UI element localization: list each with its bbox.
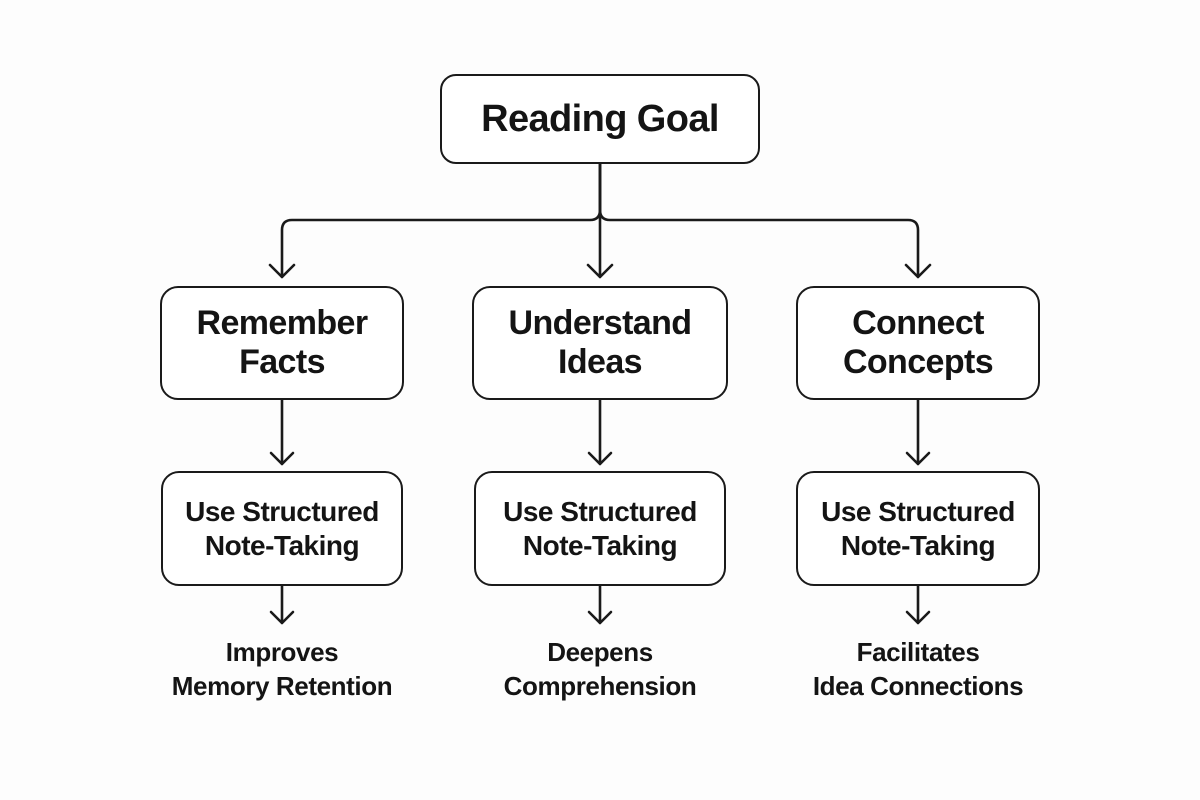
- node-reading-goal: Reading Goal: [440, 74, 760, 164]
- outcome-label-idea-connections: Facilitates Idea Connections: [812, 637, 1024, 701]
- arrow-root-to-goal-3: [598, 162, 932, 279]
- arrow-method-1-to-outcome-1: [269, 584, 295, 625]
- outcome-label-comprehension: Deepens Comprehension: [503, 637, 697, 701]
- arrow-goal-1-to-method-1: [269, 398, 295, 466]
- arrow-root-to-goal-1: [268, 162, 602, 279]
- arrow-method-3-to-outcome-3: [905, 584, 931, 625]
- arrow-goal-2-to-method-2: [587, 398, 613, 466]
- node-goal-understand-ideas: Understand Ideas: [472, 286, 728, 400]
- outcome-label-memory-retention: Improves Memory Retention: [171, 637, 393, 701]
- edge-group: [268, 162, 932, 625]
- arrow-goal-3-to-method-3: [905, 398, 931, 466]
- node-method-structured-note-taking-1: Use Structured Note-Taking: [161, 471, 403, 586]
- arrow-method-2-to-outcome-2: [587, 584, 613, 625]
- node-method-structured-note-taking-2: Use Structured Note-Taking: [474, 471, 726, 586]
- node-method-structured-note-taking-3: Use Structured Note-Taking: [796, 471, 1040, 586]
- node-goal-connect-concepts: Connect Concepts: [796, 286, 1040, 400]
- node-goal-remember-facts: Remember Facts: [160, 286, 404, 400]
